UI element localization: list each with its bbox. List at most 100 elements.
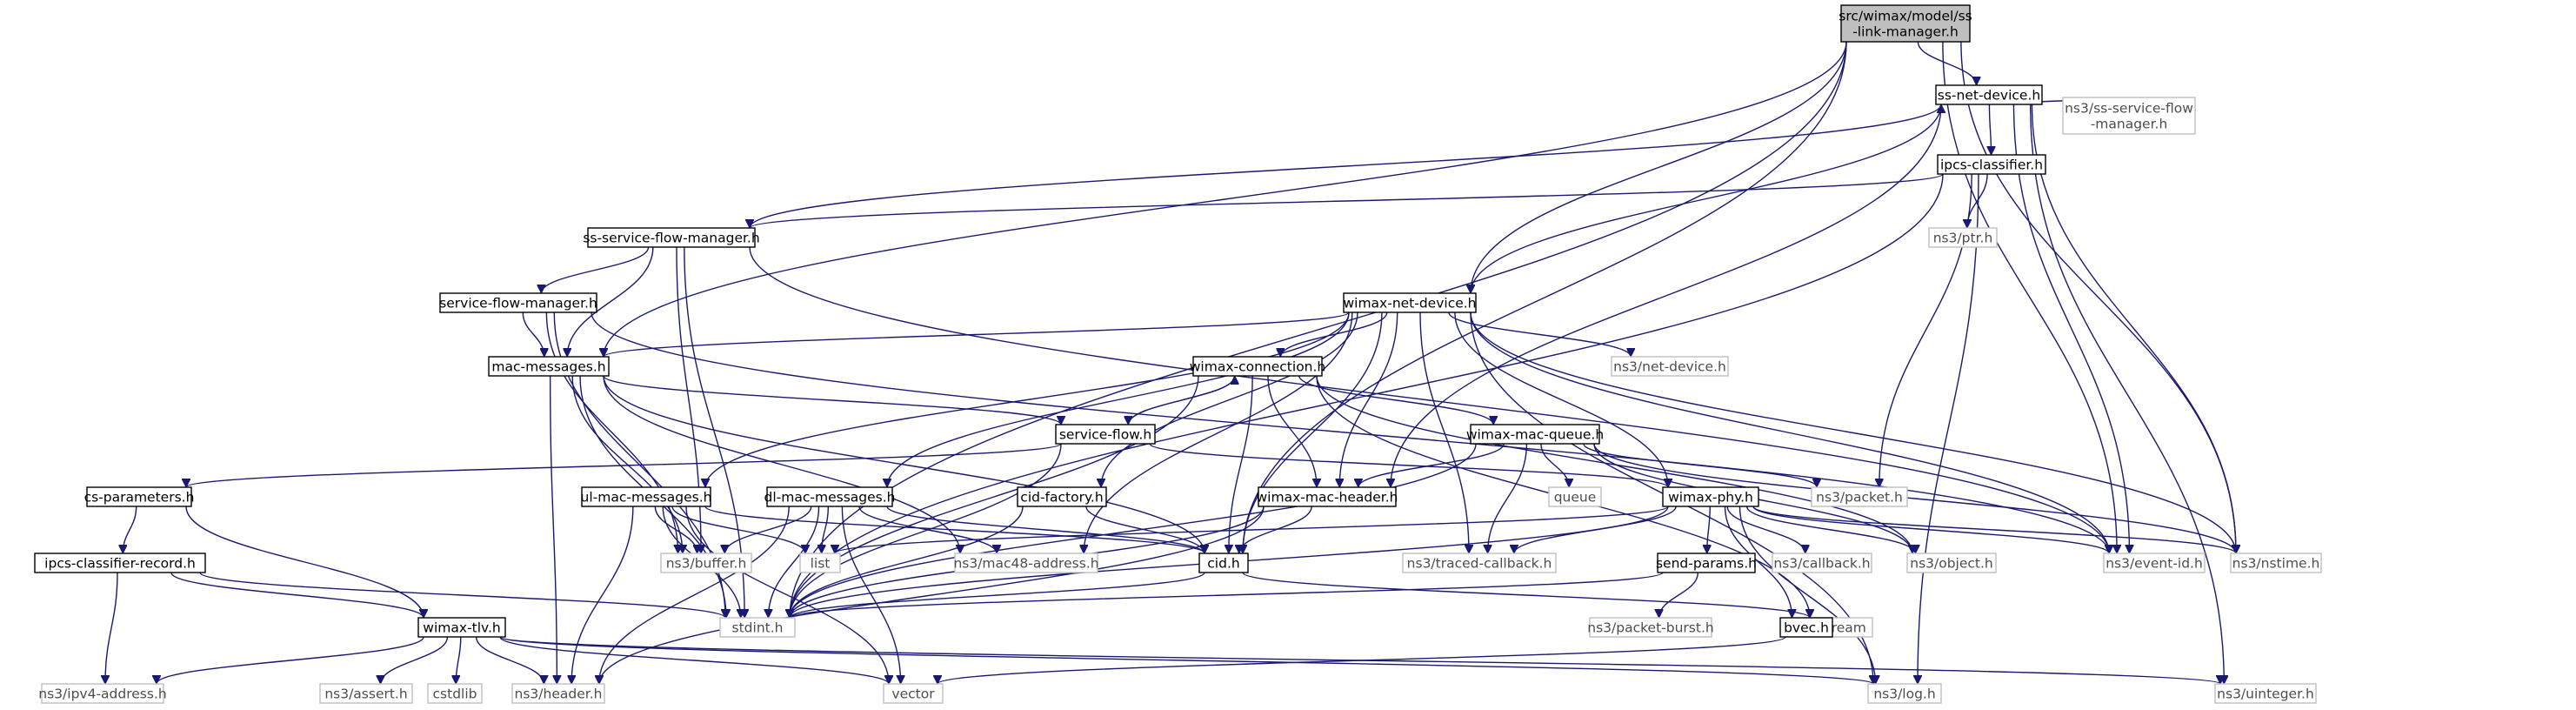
node-box-ns3-log: [1867, 683, 1942, 704]
node-box-wimax-connection: [1192, 356, 1323, 377]
node-label-cs-parameters: cs-parameters.h: [84, 490, 195, 506]
node-box-ipcs-classifier-record: [34, 553, 206, 573]
node-box-service-flow: [1055, 424, 1156, 445]
node-label-cid-factory: cid-factory.h: [1020, 490, 1103, 506]
node-wimax-tlv[interactable]: wimax-tlv.h: [417, 617, 506, 638]
node-label-ns3-ss-service-flow-manager: -manager.h: [2091, 117, 2168, 132]
node-ipcs-classifier[interactable]: ipcs-classifier.h: [1937, 154, 2046, 175]
node-service-flow[interactable]: service-flow.h: [1055, 424, 1156, 445]
node-box-queue: [1548, 486, 1602, 507]
node-root[interactable]: src/wimax/model/ss-link-manager.h: [1839, 4, 1972, 43]
node-cs-parameters[interactable]: cs-parameters.h: [84, 486, 195, 507]
edge-ss-service-flow-manager-to-mac-messages: [567, 246, 654, 357]
edge-service-flow-to-cs-parameters: [186, 443, 1062, 488]
edge-cs-parameters-to-wimax-tlv: [185, 506, 424, 618]
node-service-flow-manager[interactable]: service-flow-manager.h: [439, 292, 597, 313]
node-send-params[interactable]: send-params.h: [1656, 553, 1757, 573]
node-box-list: [799, 553, 841, 573]
node-label-list: list: [811, 556, 831, 572]
node-label-ns3-buffer: ns3/buffer.h: [666, 556, 747, 572]
node-box-wimax-mac-header: [1258, 486, 1397, 507]
edge-wimax-mac-queue-to-queue: [1540, 443, 1569, 488]
node-box-ns3-ss-service-flow-manager: [2062, 97, 2196, 135]
node-label-ns3-ss-service-flow-manager: ns3/ss-service-flow: [2065, 101, 2193, 117]
edge-wimax-net-device-to-ns3-event-id: [1470, 311, 2109, 553]
node-wimax-net-device[interactable]: wimax-net-device.h: [1343, 292, 1477, 313]
edge-root-to-mac-messages: [604, 41, 1847, 357]
edge-wimax-mac-queue-to-ns3-packet: [1583, 443, 1817, 488]
node-ul-mac-messages[interactable]: ul-mac-messages.h: [581, 486, 712, 507]
node-box-wimax-net-device: [1343, 292, 1477, 313]
node-label-vector: vector: [891, 687, 935, 702]
node-label-ns3-object: ns3/object.h: [1910, 556, 1993, 572]
edge-wimax-net-device-to-ul-mac-messages: [705, 311, 1350, 487]
edge-mac-messages-to-ns3-buffer: [571, 375, 683, 553]
edge-wimax-tlv-to-cstdlib: [456, 636, 462, 684]
node-ns3-mac48-address: ns3/mac48-address.h: [953, 553, 1099, 573]
node-wimax-phy[interactable]: wimax-phy.h: [1662, 486, 1759, 507]
node-cid[interactable]: cid.h: [1198, 553, 1249, 573]
edge-ss-net-device-to-wimax-mac-header: [1391, 104, 1942, 487]
node-cid-factory[interactable]: cid-factory.h: [1017, 486, 1107, 507]
node-label-send-params: send-params.h: [1656, 556, 1757, 572]
node-box-ns3-event-id: [2103, 553, 2206, 573]
node-ns3-packet: ns3/packet.h: [1811, 486, 1908, 507]
edge-wimax-connection-to-cid: [1229, 375, 1253, 553]
node-label-ns3-packet-burst: ns3/packet-burst.h: [1587, 620, 1713, 636]
node-vector: vector: [883, 683, 944, 704]
edge-dl-mac-messages-to-list: [822, 506, 830, 553]
node-ns3-event-id: ns3/event-id.h: [2103, 553, 2206, 573]
node-wimax-connection[interactable]: wimax-connection.h: [1190, 356, 1326, 377]
edge-ss-net-device-to-ns3-uinteger: [2030, 104, 2225, 684]
edge-root-to-ns3-event-id: [1942, 41, 2117, 553]
node-ipcs-classifier-record[interactable]: ipcs-classifier-record.h: [34, 553, 206, 573]
node-label-ns3-event-id: ns3/event-id.h: [2106, 556, 2203, 572]
node-label-ns3-header: ns3/header.h: [515, 687, 603, 702]
node-label-ul-mac-messages: ul-mac-messages.h: [581, 490, 712, 506]
node-box-ul-mac-messages: [581, 486, 711, 507]
edge-wimax-net-device-to-ns3-mac48-address: [1084, 311, 1353, 553]
node-box-vector: [883, 683, 944, 704]
edge-root-to-stdint: [790, 41, 1847, 618]
edge-wimax-mac-queue-to-wimax-mac-header: [1358, 443, 1505, 488]
node-ns3-buffer: ns3/buffer.h: [660, 553, 752, 573]
edge-service-flow-manager-to-mac-messages: [522, 311, 544, 358]
node-queue: queue: [1548, 486, 1602, 507]
edge-mac-messages-to-cid: [603, 375, 1205, 553]
node-box-root: [1840, 4, 1971, 43]
node-box-ns3-ipv4-address: [41, 683, 164, 704]
node-label-cid: cid.h: [1207, 556, 1239, 572]
node-ns3-nstime: ns3/nstime.h: [2230, 553, 2322, 573]
edge-wimax-tlv-to-ns3-assert: [381, 636, 449, 685]
node-ss-net-device[interactable]: ss-net-device.h: [1935, 84, 2043, 105]
node-box-ns3-assert: [319, 683, 413, 704]
edge-wimax-tlv-to-ns3-uinteger: [499, 636, 2220, 685]
edge-wimax-phy-to-ns3-event-id: [1752, 506, 2109, 554]
node-box-ns3-packet: [1811, 486, 1908, 507]
edge-wimax-mac-header-to-cid: [1239, 506, 1312, 554]
edge-ipcs-classifier-to-ns3-log: [1918, 173, 1979, 684]
edge-wimax-net-device-to-ns3-net-device: [1448, 311, 1631, 358]
edge-send-params-to-stdint: [790, 572, 1664, 619]
node-label-root: src/wimax/model/ss: [1839, 9, 1972, 24]
edge-wimax-phy-to-ns3-log: [1738, 506, 1875, 684]
node-box-cid-factory: [1017, 486, 1107, 507]
node-dl-mac-messages[interactable]: dl-mac-messages.h: [764, 486, 896, 507]
edge-service-flow-to-wimax-connection: [1127, 375, 1235, 425]
node-ss-service-flow-manager[interactable]: ss-service-flow-manager.h: [583, 227, 760, 248]
node-wimax-mac-header[interactable]: wimax-mac-header.h: [1257, 486, 1398, 507]
edge-wimax-net-device-to-wimax-connection: [1280, 311, 1388, 358]
edge-wimax-connection-to-wimax-mac-queue: [1298, 375, 1493, 425]
edge-wimax-net-device-to-ns3-nstime: [1470, 311, 2236, 553]
edge-ss-net-device-to-ns3-event-id: [2012, 104, 2130, 553]
edge-root-to-ss-net-device: [1917, 41, 1976, 86]
node-box-ns3-uinteger: [2214, 683, 2317, 704]
node-mac-messages[interactable]: mac-messages.h: [488, 356, 610, 377]
node-wimax-mac-queue[interactable]: wimax-mac-queue.h: [1466, 424, 1604, 445]
edge-cid-to-ostream: [1242, 572, 1810, 619]
node-label-ss-service-flow-manager: ss-service-flow-manager.h: [583, 231, 759, 246]
node-bvec[interactable]: bvec.h: [1779, 617, 1833, 638]
node-ns3-assert: ns3/assert.h: [319, 683, 413, 704]
edge-cs-parameters-to-ipcs-classifier-record: [123, 506, 137, 553]
edge-wimax-phy-to-bvec: [1724, 506, 1792, 618]
